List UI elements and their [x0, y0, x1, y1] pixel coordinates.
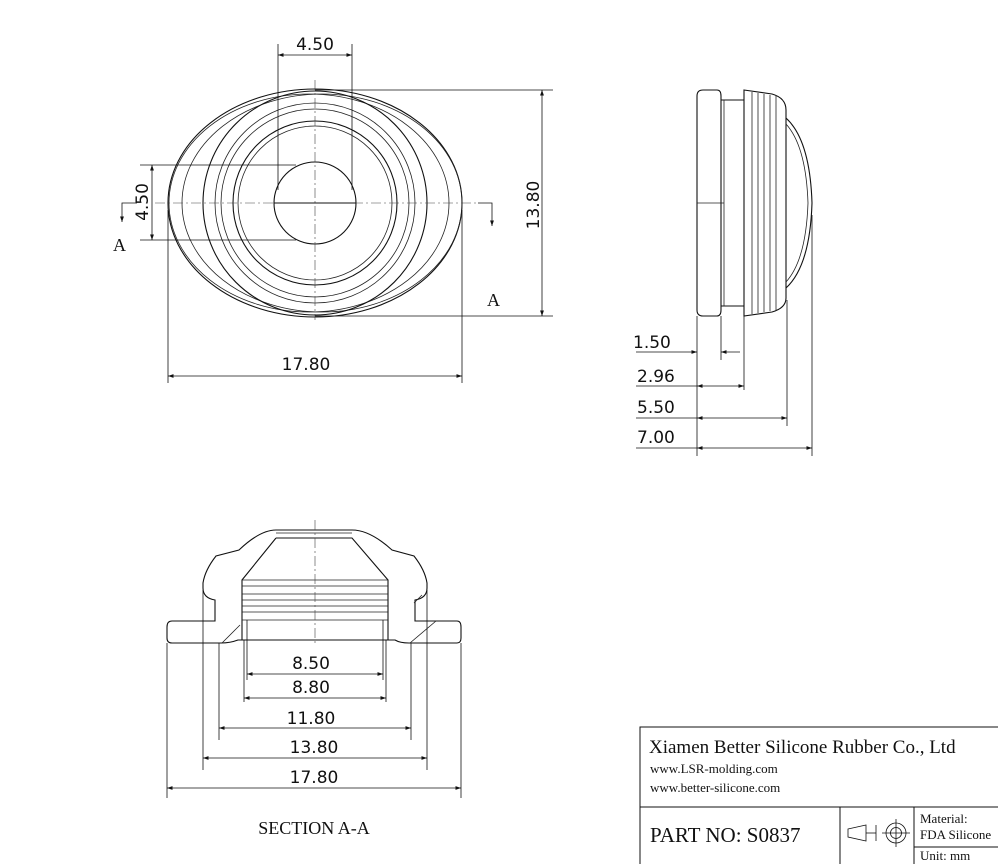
section-view: 8.50 8.80 11.80 13.80 17.80 SECTION A-A — [166, 520, 462, 838]
dim-bottom-width: 17.80 — [282, 355, 331, 375]
dim-side-1: 1.50 — [633, 333, 671, 353]
dim-section-4: 13.80 — [290, 738, 339, 758]
dim-side-2: 2.96 — [637, 367, 675, 387]
dim-side-4: 7.00 — [637, 428, 675, 448]
side-view: 1.50 2.96 5.50 7.00 — [633, 89, 813, 456]
website-1: www.LSR-molding.com — [650, 761, 778, 776]
dim-section-2: 8.80 — [292, 678, 330, 698]
unit-label: Unit: mm — [920, 848, 970, 863]
section-mark-right: A — [487, 290, 500, 310]
dim-section-1: 8.50 — [292, 654, 330, 674]
section-label: SECTION A-A — [258, 818, 370, 838]
side-flange — [696, 89, 722, 317]
material-label: Material: — [920, 811, 968, 826]
dim-right-height: 13.80 — [524, 181, 544, 230]
company-name: Xiamen Better Silicone Rubber Co., Ltd — [649, 737, 956, 758]
front-view: 4.50 4.50 A A 13.80 17.80 — [113, 35, 553, 383]
dim-section-3: 11.80 — [287, 709, 336, 729]
dim-top-width: 4.50 — [296, 35, 334, 55]
website-2: www.better-silicone.com — [650, 780, 780, 795]
side-body — [743, 89, 787, 317]
title-block: Xiamen Better Silicone Rubber Co., Ltd w… — [639, 726, 998, 864]
dim-section-5: 17.80 — [290, 768, 339, 788]
dim-side-3: 5.50 — [637, 398, 675, 418]
part-number: PART NO: S0837 — [650, 823, 800, 847]
side-dome — [785, 117, 813, 289]
section-mark-left: A — [113, 235, 126, 255]
dim-left-height: 4.50 — [133, 183, 153, 221]
projection-symbol-icon — [847, 819, 910, 847]
section-outer-profile — [166, 529, 462, 644]
material-value: FDA Silicone — [920, 827, 991, 842]
